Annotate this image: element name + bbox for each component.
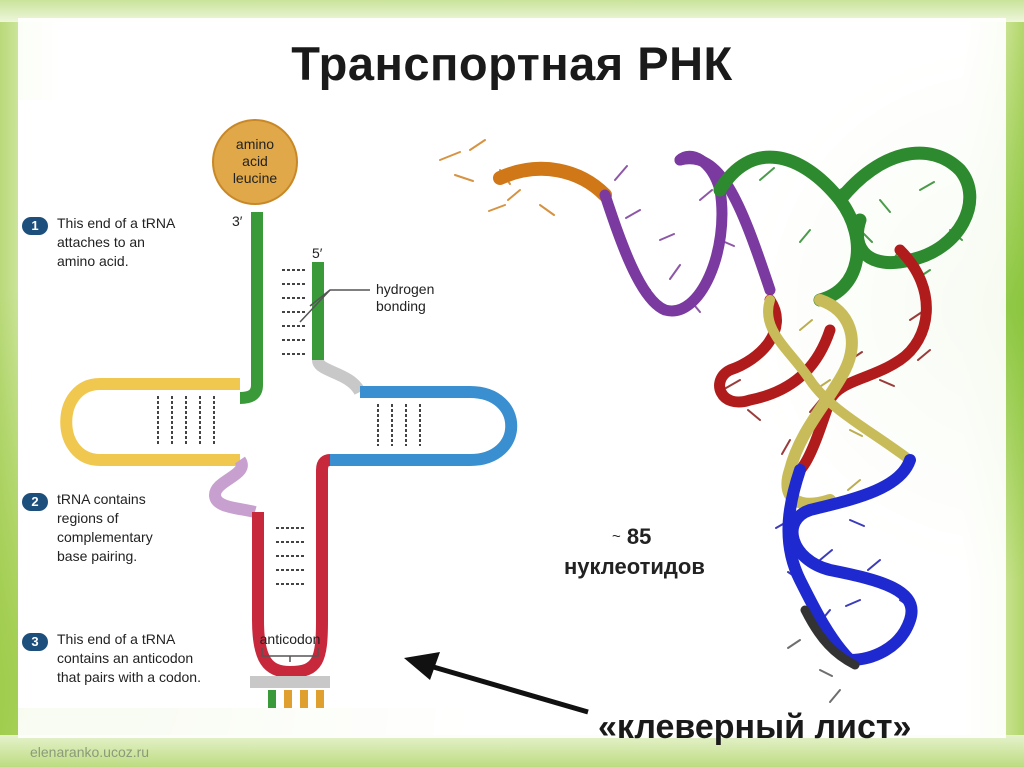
- end-3-label: 3′: [232, 213, 243, 229]
- amino-label-3: leucine: [233, 170, 278, 186]
- amino-label-1: amino: [236, 136, 274, 152]
- step-3-badge: 3: [22, 633, 48, 651]
- count-value: 85: [626, 524, 652, 549]
- cloverleaf-diagram: [60, 119, 518, 708]
- nucleotide-count: ~ 85 нуклеотидов: [564, 522, 764, 582]
- anticodon-label: anticodon: [260, 631, 321, 647]
- frame-bottom: [0, 735, 1024, 767]
- step-1-badge: 1: [22, 217, 48, 235]
- hydrogen-label-1: hydrogen: [376, 281, 434, 297]
- tilde: ~: [612, 528, 621, 545]
- diagram-panel: [18, 100, 538, 708]
- amino-label-2: acid: [242, 153, 268, 169]
- diagram-labels: amino acid leucine 3′ 5′ hydrogen bondin…: [232, 136, 434, 647]
- pointer-arrow: [404, 652, 589, 715]
- amino-acid-circle: [212, 119, 298, 205]
- watermark: elenaranko.ucoz.ru: [30, 744, 150, 760]
- trna-3d-model: [439, 139, 977, 703]
- hydrogen-label-2: bonding: [376, 298, 426, 314]
- count-word: нуклеотидов: [564, 554, 705, 579]
- clover-leaf-caption: «клеверный лист»: [598, 708, 912, 746]
- end-5-label: 5′: [312, 245, 323, 261]
- page-title: Транспортная РНК: [291, 37, 733, 90]
- frame-top: [0, 0, 1024, 22]
- step-2-badge: 2: [22, 493, 48, 511]
